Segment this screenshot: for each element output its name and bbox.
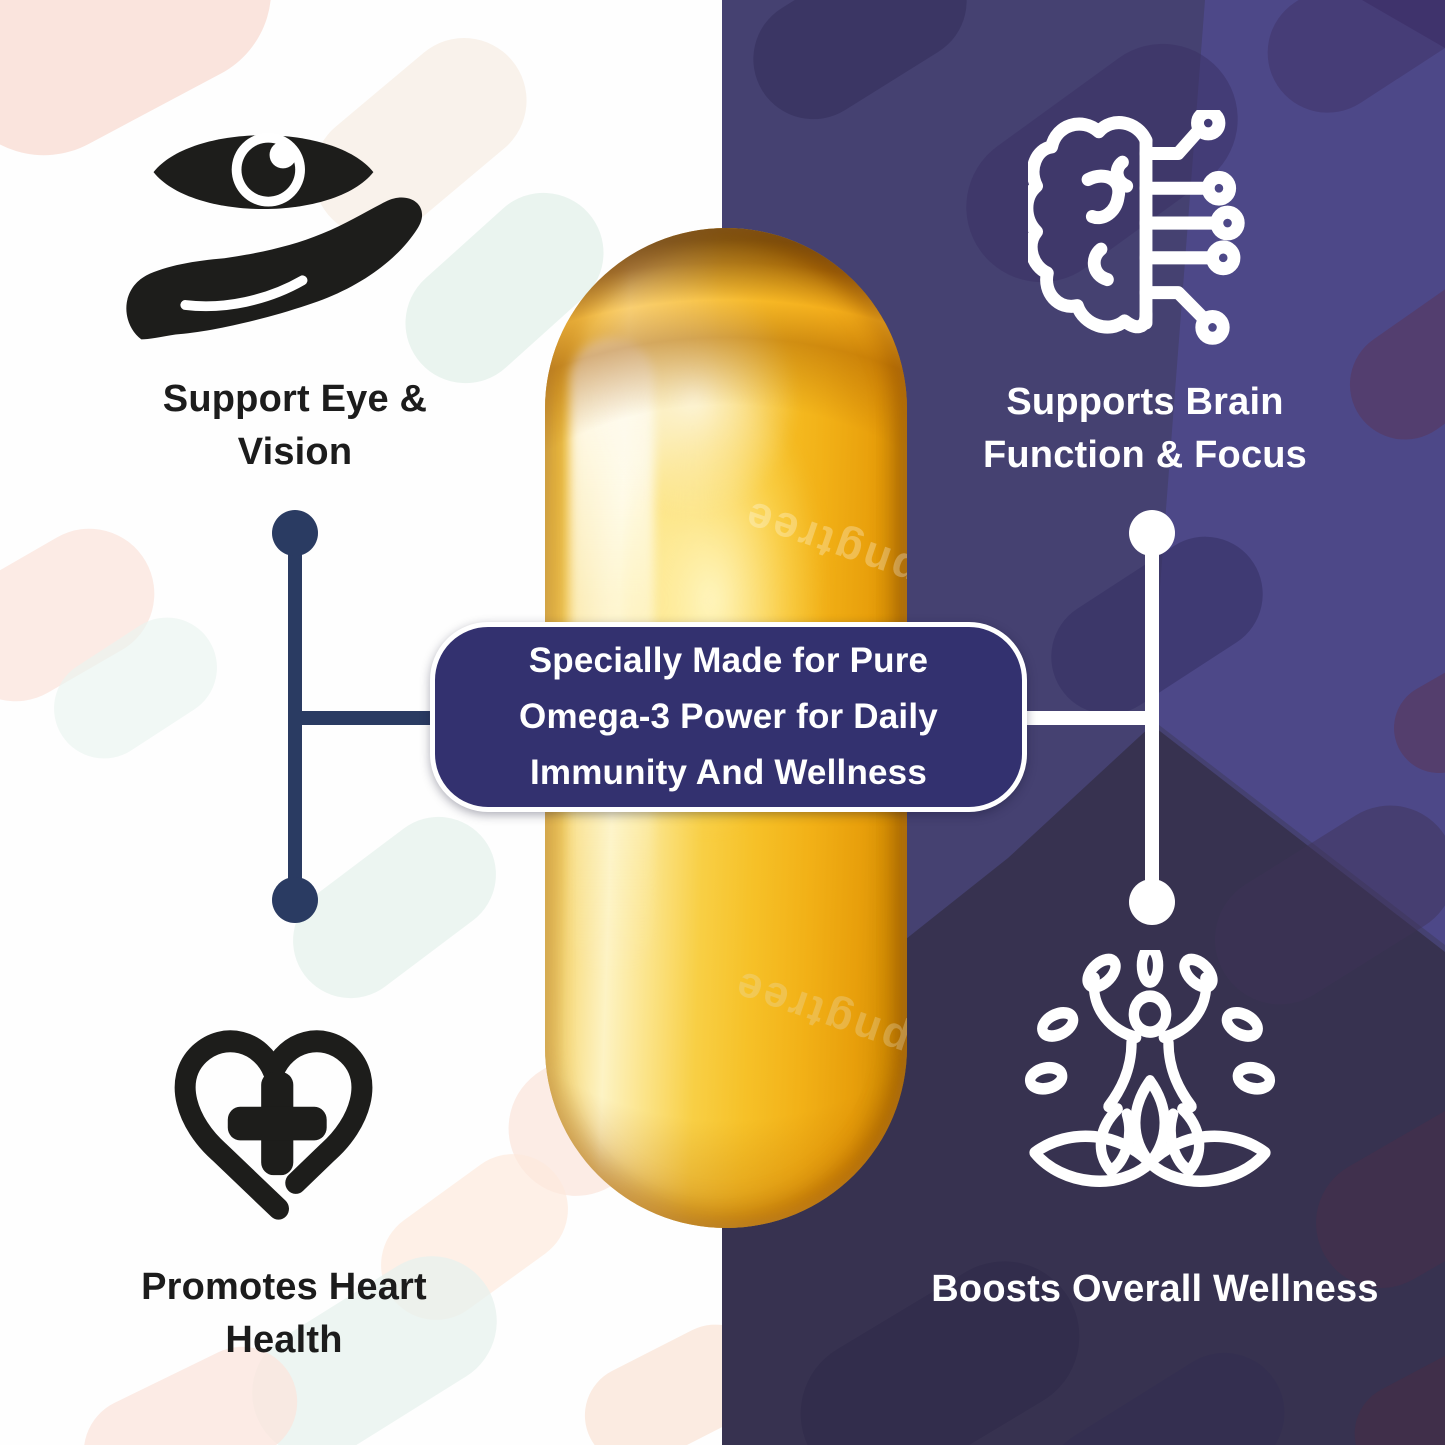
- label-line: Boosts Overall Wellness: [931, 1268, 1379, 1310]
- feature-label-wellness: Boosts Overall Wellness: [890, 1263, 1420, 1316]
- pill-decoration: [567, 1307, 722, 1445]
- label-line: Promotes Heart: [141, 1266, 427, 1308]
- feature-label-brain: Supports Brain Function & Focus: [913, 376, 1377, 482]
- connector-right-horizontal: [1027, 711, 1152, 725]
- pill-decoration: [730, 0, 990, 142]
- connector-right-top-dot: [1129, 510, 1175, 556]
- heart-plus-icon: [174, 1030, 373, 1220]
- label-line: Supports Brain: [1006, 381, 1284, 423]
- connector-right-bottom-dot: [1129, 879, 1175, 925]
- connector-left-bottom-dot: [272, 877, 318, 923]
- eye-in-hand-icon: [126, 132, 423, 340]
- connector-right-vertical: [1145, 533, 1159, 902]
- badge-line: Omega-3 Power for Daily: [519, 697, 938, 736]
- label-line: Vision: [237, 431, 353, 473]
- feature-label-heart: Promotes Heart Health: [52, 1261, 516, 1367]
- lotus-person-icon: [1024, 950, 1276, 1187]
- capsule-top-rim: [545, 228, 907, 463]
- badge-line: Specially Made for Pure: [528, 641, 929, 680]
- label-line: Function & Focus: [982, 434, 1308, 476]
- center-badge: Specially Made for Pure Omega-3 Power fo…: [430, 622, 1027, 812]
- label-line: Health: [225, 1319, 343, 1361]
- brain-circuit-icon: [1028, 110, 1245, 345]
- capsule-bottom-rim: [545, 978, 907, 1228]
- connector-left-top-dot: [272, 510, 318, 556]
- connector-left-horizontal: [295, 711, 431, 725]
- badge-line: Immunity And Wellness: [529, 753, 928, 792]
- feature-label-eye-vision: Support Eye & Vision: [65, 373, 525, 479]
- label-line: Support Eye &: [162, 378, 428, 420]
